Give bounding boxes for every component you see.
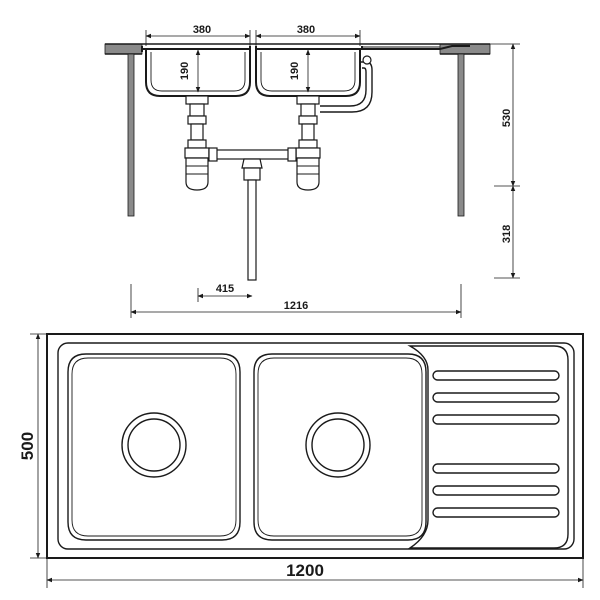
label-sink-depth: 500	[18, 432, 37, 460]
dimension-sink-depth: 500	[18, 333, 47, 559]
bowl-right	[253, 353, 427, 541]
cabinet-right-wall	[457, 53, 465, 217]
label-cabinet-width: 1216	[284, 300, 308, 312]
label-height-upper: 530	[501, 109, 513, 127]
label-bowl-depth-right: 190	[289, 62, 301, 80]
label-sink-width: 1200	[286, 561, 324, 580]
label-bowl-width-right: 380	[297, 24, 315, 36]
drainer-groove	[432, 392, 560, 403]
sink-outline	[46, 333, 584, 559]
drain-plumbing	[184, 55, 373, 281]
drainer-groove	[432, 370, 560, 381]
drainer-groove	[432, 414, 560, 425]
drain-right-inner	[311, 418, 365, 472]
section-view: 380 380 190 190 530 318	[104, 24, 520, 318]
drainer-groove	[432, 463, 560, 474]
dimension-bowl-width-left: 380	[145, 24, 251, 46]
bowl-left	[67, 353, 241, 541]
dimension-bowl-width-right: 380	[255, 24, 361, 46]
dimension-bowl-depth-left: 190	[179, 49, 201, 93]
drain-left-outer	[121, 412, 187, 478]
dimension-cabinet-width: 1216	[130, 284, 462, 318]
sink-profile	[141, 45, 470, 97]
drainer-groove	[432, 485, 560, 496]
dimension-sink-width: 1200	[46, 558, 584, 588]
sink-rim	[57, 342, 575, 550]
dimension-bowl-depth-right: 190	[289, 49, 311, 93]
drain-right-outer	[305, 412, 371, 478]
label-bowl-depth-left: 190	[179, 62, 191, 80]
plan-view: 500 1200	[18, 333, 584, 588]
label-drain-offset: 415	[216, 283, 234, 295]
drain-left-inner	[127, 418, 181, 472]
drainer-board	[407, 345, 569, 549]
drainer-groove	[432, 507, 560, 518]
cabinet-left-wall	[127, 53, 135, 217]
dimension-heights: 530 318	[490, 43, 520, 279]
label-bowl-width-left: 380	[193, 24, 211, 36]
dimension-drain-offset: 415	[197, 283, 253, 302]
label-height-lower: 318	[501, 225, 513, 243]
